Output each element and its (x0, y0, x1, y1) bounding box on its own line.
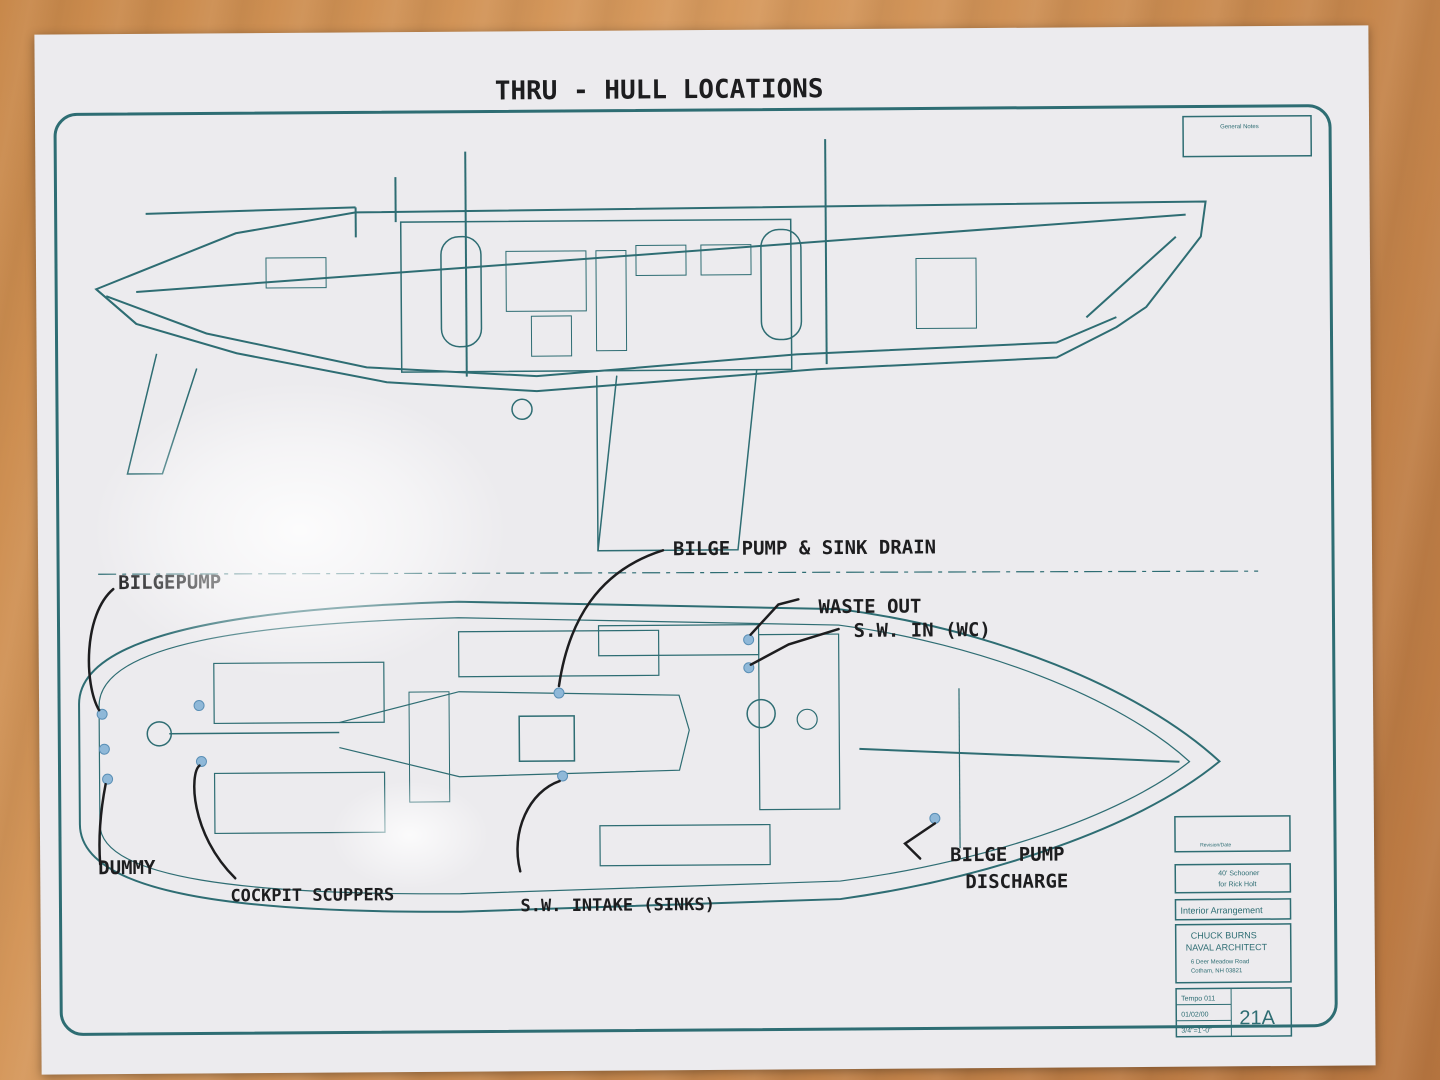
tb-architect-line2: NAVAL ARCHITECT (1186, 942, 1268, 953)
tb-scale: 3/4"=1'-0" (1181, 1027, 1212, 1034)
marker-dummy (102, 773, 114, 785)
marker-bilge-sink-drain (553, 687, 565, 699)
hull-profile-view (94, 139, 1207, 552)
label-bilge-pump-sink-drain: BILGE PUMP & SINK DRAIN (673, 536, 936, 560)
tb-boat-line1: 40' Schooner (1218, 870, 1260, 877)
label-sw-in-wc: S.W. IN (WC) (853, 619, 990, 642)
leader-lines (87, 549, 937, 880)
centerline (98, 570, 1259, 575)
label-sw-intake-sinks: S.W. INTAKE (SINKS) (520, 895, 715, 916)
label-waste-out: WASTE OUT (818, 595, 921, 618)
tb-address-line1: 6 Deer Meadow Road (1191, 959, 1249, 965)
tb-date: 01/02/00 (1181, 1011, 1208, 1018)
tb-architect-line1: CHUCK BURNS (1191, 930, 1257, 940)
label-cockpit-scuppers: COCKPIT SCUPPERS (230, 885, 394, 906)
drawing-sheet: THRU - HULL LOCATIONS (34, 25, 1376, 1075)
marker-cockpit-scupper-1 (193, 700, 205, 712)
label-bilge-pump-discharge-line2: DISCHARGE (965, 870, 1068, 893)
label-bilge-pump: BILGEPUMP (118, 571, 221, 594)
marker-waste-out (743, 634, 755, 646)
title-block: General Notes Revision/Date 40' Schooner… (1174, 115, 1313, 1038)
label-bilge-pump-discharge-line1: BILGE PUMP (950, 843, 1065, 866)
tb-revision: Revision/Date (1200, 842, 1231, 848)
thru-hull-markers (96, 634, 941, 824)
marker-sw-intake (557, 770, 569, 782)
tb-general-notes: General Notes (1220, 124, 1259, 130)
drawing-border (53, 104, 1338, 1036)
page-title: THRU - HULL LOCATIONS (495, 74, 824, 106)
tb-drawn-by: Tempo 011 (1181, 995, 1215, 1002)
marker-cockpit-scupper-2 (195, 756, 207, 768)
tb-address-line2: Cotham, NH 03821 (1191, 968, 1243, 974)
tb-drawing-name: Interior Arrangement (1180, 905, 1263, 916)
label-dummy: DUMMY (98, 857, 156, 879)
tb-sheet-number: 21A (1239, 1007, 1275, 1029)
marker-bilge-discharge (929, 812, 941, 824)
marker-bilge-pump (96, 708, 108, 720)
marker-bilge-pump-2 (98, 743, 110, 755)
hull-drawing: THRU - HULL LOCATIONS (53, 74, 1338, 1038)
tb-boat-line2: for Rick Holt (1218, 881, 1256, 888)
hull-plan-view (78, 600, 1222, 913)
